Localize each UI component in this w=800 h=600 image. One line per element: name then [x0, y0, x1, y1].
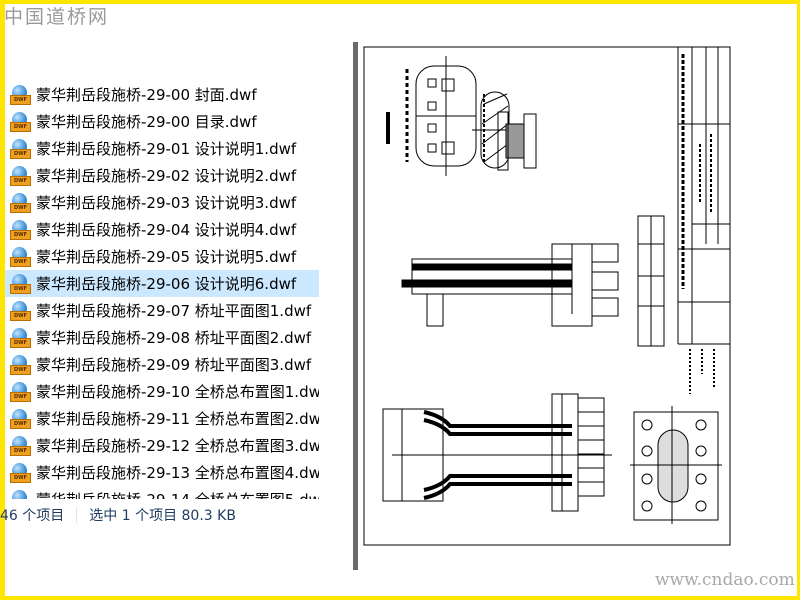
file-name: 蒙华荆岳段施桥-29-12 全桥总布置图3.dwf — [36, 437, 319, 455]
section-1-1 — [386, 91, 522, 169]
footing-plan — [630, 406, 722, 524]
file-item[interactable]: DWF 蒙华荆岳段施桥-29-03 设计说明3.dwf — [5, 189, 319, 216]
dwf-file-icon: DWF — [10, 138, 31, 159]
dwf-file-icon: DWF — [10, 462, 31, 483]
file-item[interactable]: DWF 蒙华荆岳段施桥-29-05 设计说明5.dwf — [5, 243, 319, 270]
dwf-file-icon: DWF — [10, 354, 31, 375]
drawing-frame — [363, 46, 731, 546]
title-block — [677, 47, 730, 394]
file-item[interactable]: DWF 蒙华荆岳段施桥-29-06 设计说明6.dwf — [5, 270, 319, 297]
dwf-file-icon: DWF — [10, 327, 31, 348]
notes-table — [637, 215, 665, 347]
divider — [76, 507, 78, 523]
file-name: 蒙华荆岳段施桥-29-11 全桥总布置图2.dwf — [36, 410, 319, 428]
pier-plan — [405, 56, 477, 176]
file-name: 蒙华荆岳段施桥-29-14 全桥总布置图5.dwf — [36, 489, 319, 499]
file-name: 蒙华荆岳段施桥-29-01 设计说明1.dwf — [36, 140, 297, 158]
dwf-file-icon: DWF — [10, 435, 31, 456]
file-item[interactable]: DWF 蒙华荆岳段施桥-29-07 桥址平面图1.dwf — [5, 297, 319, 324]
file-name: 蒙华荆岳段施桥-29-10 全桥总布置图1.dwf — [36, 383, 319, 401]
drawing-preview — [363, 46, 731, 546]
file-item[interactable]: DWF 蒙华荆岳段施桥-29-09 桥址平面图3.dwf — [5, 351, 319, 378]
file-name: 蒙华荆岳段施桥-29-13 全桥总布置图4.dwf — [36, 464, 319, 482]
file-item[interactable]: DWF 蒙华荆岳段施桥-29-11 全桥总布置图2.dwf — [5, 405, 319, 432]
file-item[interactable]: DWF 蒙华荆岳段施桥-29-08 桥址平面图2.dwf — [5, 324, 319, 351]
file-name: 蒙华荆岳段施桥-29-05 设计说明5.dwf — [36, 248, 297, 266]
selection-info: 选中 1 个项目 80.3 KB — [89, 508, 236, 524]
dwf-file-icon: DWF — [10, 273, 31, 294]
status-bar: 46 个项目 选中 1 个项目 80.3 KB — [0, 504, 236, 526]
file-item[interactable]: DWF 蒙华荆岳段施桥-29-00 目录.dwf — [5, 108, 319, 135]
preview-splitter[interactable] — [353, 42, 358, 570]
dwf-file-icon: DWF — [10, 111, 31, 132]
file-name: 蒙华荆岳段施桥-29-04 设计说明4.dwf — [36, 221, 297, 239]
file-name: 蒙华荆岳段施桥-29-00 封面.dwf — [36, 86, 257, 104]
file-name: 蒙华荆岳段施桥-29-09 桥址平面图3.dwf — [36, 356, 312, 374]
detail-view — [483, 94, 537, 171]
elevation-lower — [382, 393, 612, 512]
dwf-file-icon: DWF — [10, 300, 31, 321]
file-item[interactable]: DWF 蒙华荆岳段施桥-29-01 设计说明1.dwf — [5, 135, 319, 162]
watermark-logo: 中国道桥网 — [4, 6, 110, 28]
dwf-file-icon: DWF — [10, 246, 31, 267]
file-name: 蒙华荆岳段施桥-29-00 目录.dwf — [36, 113, 257, 131]
watermark-url: www.cndao.com — [655, 570, 795, 590]
file-item[interactable]: DWF 蒙华荆岳段施桥-29-10 全桥总布置图1.dwf — [5, 378, 319, 405]
dwf-file-icon: DWF — [10, 489, 30, 499]
file-item[interactable]: DWF 蒙华荆岳段施桥-29-00 封面.dwf — [5, 81, 319, 108]
file-item[interactable]: DWF 蒙华荆岳段施桥-29-14 全桥总布置图5.dwf — [5, 486, 319, 499]
dwf-file-icon: DWF — [10, 381, 31, 402]
file-name: 蒙华荆岳段施桥-29-03 设计说明3.dwf — [36, 194, 297, 212]
file-item[interactable]: DWF 蒙华荆岳段施桥-29-02 设计说明2.dwf — [5, 162, 319, 189]
dwf-file-icon: DWF — [10, 408, 31, 429]
file-name: 蒙华荆岳段施桥-29-02 设计说明2.dwf — [36, 167, 297, 185]
file-item[interactable]: DWF 蒙华荆岳段施桥-29-13 全桥总布置图4.dwf — [5, 459, 319, 486]
file-item[interactable]: DWF 蒙华荆岳段施桥-29-12 全桥总布置图3.dwf — [5, 432, 319, 459]
dwf-file-icon: DWF — [10, 165, 31, 186]
file-name: 蒙华荆岳段施桥-29-06 设计说明6.dwf — [36, 275, 297, 293]
elevation-upper — [401, 243, 619, 327]
file-name: 蒙华荆岳段施桥-29-08 桥址平面图2.dwf — [36, 329, 312, 347]
dwf-file-icon: DWF — [10, 84, 31, 105]
file-name: 蒙华荆岳段施桥-29-07 桥址平面图1.dwf — [36, 302, 312, 320]
dwf-file-icon: DWF — [10, 219, 31, 240]
file-item[interactable]: DWF 蒙华荆岳段施桥-29-04 设计说明4.dwf — [5, 216, 319, 243]
item-count: 46 个项目 — [0, 508, 65, 524]
dwf-file-icon: DWF — [10, 192, 31, 213]
